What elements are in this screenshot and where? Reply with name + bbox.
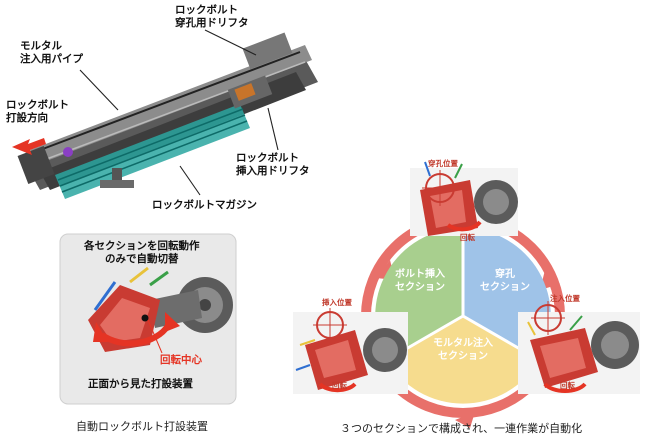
inset-header: 各セクションを回転動作 のみで自動切替 (84, 240, 200, 265)
drill-position-label: 穿孔位置 (428, 159, 458, 168)
callout-bolt-direction: ロックボルト 打設方向 (6, 99, 69, 124)
caption-right: ３つのセクションで構成され、一連作業が自動化 (340, 422, 583, 435)
rotate-label-right: 回転 (560, 381, 575, 390)
callout-magazine: ロックボルトマガジン (152, 199, 257, 211)
callout-drifter-drill: ロックボルト 穿孔用ドリフタ (175, 4, 249, 29)
section-drill-label: 穿孔 セクション (480, 269, 530, 293)
insert-position-label: 挿入位置 (322, 298, 352, 307)
callout-drifter-insert: ロックボルト 挿入用ドリフタ (236, 152, 310, 177)
rock-bolt-machine (17, 32, 318, 199)
rotate-label-top: 回転 (460, 233, 475, 242)
mortar-position-label: 注入位置 (550, 294, 580, 303)
rotate-label-left: 回転 (332, 381, 347, 390)
three-section-cycle (293, 161, 640, 428)
callout-mortar-pipe: モルタル 注入用パイプ (20, 40, 83, 65)
inset-footer: 正面から見た打設装置 (88, 378, 193, 390)
section-insert-label: ボルト挿入 セクション (395, 269, 445, 293)
inset-center-label: 回転中心 (160, 354, 202, 366)
direction-arrow (12, 138, 46, 155)
section-mortar-label: モルタル注入 セクション (433, 338, 493, 362)
front-view-inset (59, 233, 237, 405)
caption-left: 自動ロックボルト打設装置 (76, 420, 208, 433)
